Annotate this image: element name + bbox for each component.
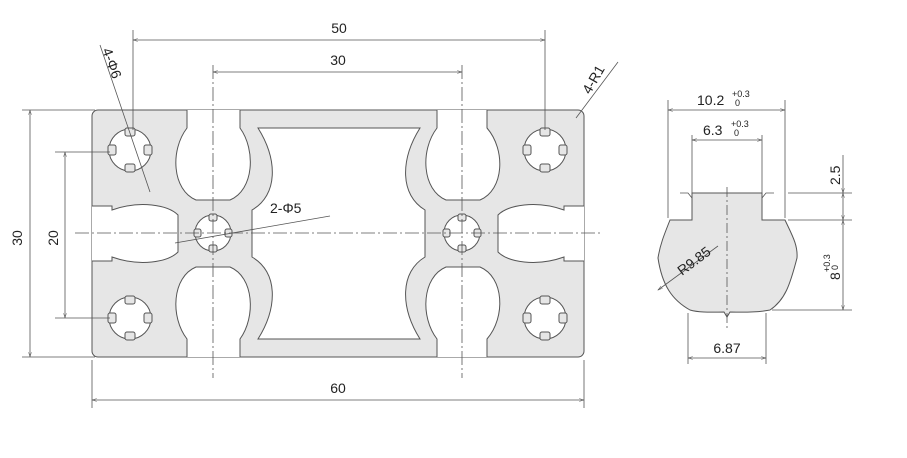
dimension-50: 50: [133, 20, 545, 130]
svg-text:2.5: 2.5: [827, 165, 843, 185]
dimension-20-left: 20: [45, 152, 110, 318]
dimension-60: 60: [92, 360, 584, 408]
svg-text:6.3: 6.3: [703, 122, 723, 138]
svg-text:4-Φ6: 4-Φ6: [99, 46, 125, 81]
dimension-30-left: 30: [9, 110, 95, 357]
svg-text:+0.3: +0.3: [731, 119, 749, 129]
svg-text:50: 50: [331, 20, 347, 36]
svg-text:60: 60: [330, 380, 346, 396]
svg-text:30: 30: [330, 52, 346, 68]
svg-text:0: 0: [735, 98, 740, 108]
svg-text:10.2: 10.2: [697, 92, 724, 108]
svg-text:8: 8: [827, 272, 843, 280]
callout-center-holes: 2-Φ5: [174, 200, 331, 244]
svg-text:2-Φ5: 2-Φ5: [270, 200, 302, 216]
svg-text:0: 0: [734, 128, 739, 138]
svg-text:30: 30: [9, 230, 25, 246]
svg-text:4-R1: 4-R1: [579, 62, 608, 96]
dimension-30-top: 30: [213, 52, 462, 72]
svg-text:6.87: 6.87: [713, 340, 740, 356]
svg-text:+0.3: +0.3: [822, 254, 832, 272]
svg-text:+0.3: +0.3: [732, 89, 750, 99]
groove-detail: 10.2 +0.3 0 6.3 +0.3 0 2.5 8 +0.3 0 R9.8…: [658, 89, 852, 364]
callout-radius: 4-R1: [575, 61, 619, 119]
aluminium-profile: [91, 109, 585, 358]
svg-text:0: 0: [830, 265, 840, 270]
svg-text:20: 20: [45, 230, 61, 246]
